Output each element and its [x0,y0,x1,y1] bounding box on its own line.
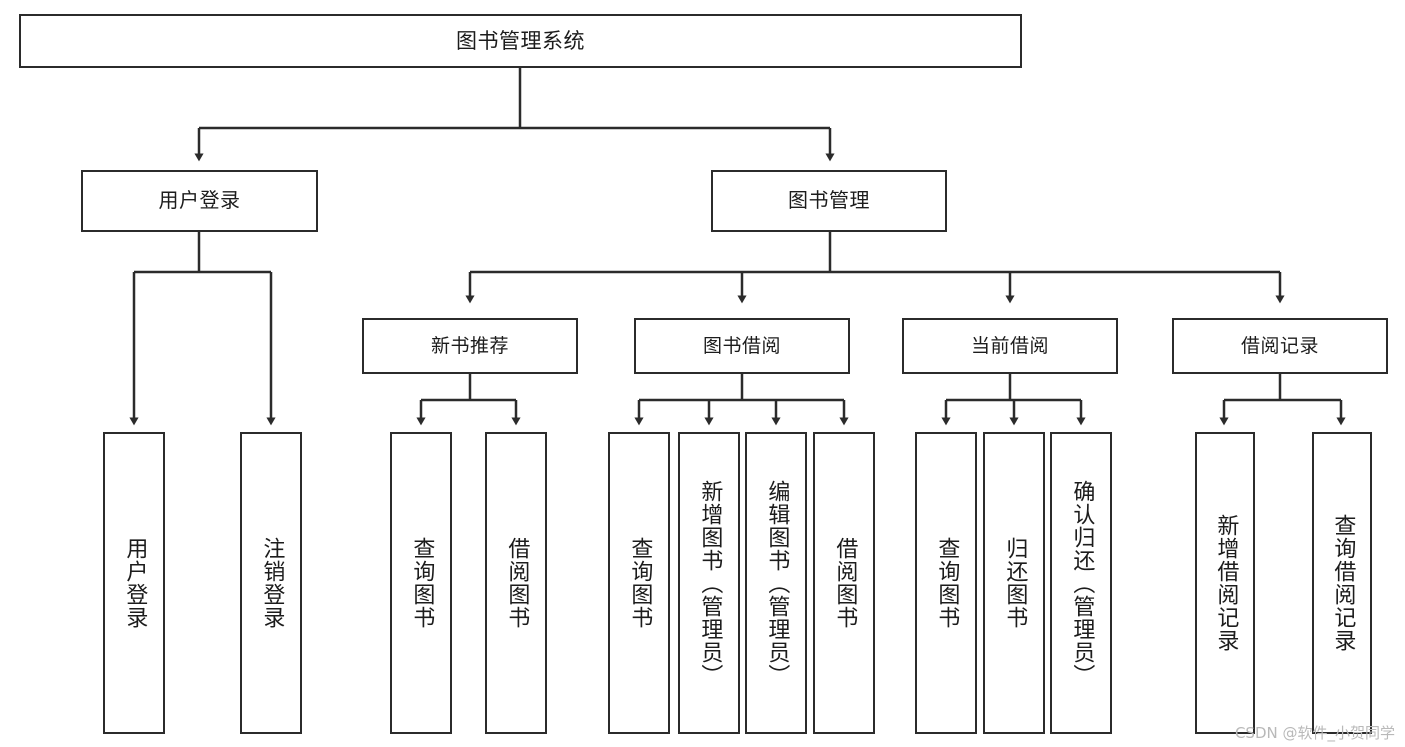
node-new-book-recommend[interactable]: 新书推荐 [362,318,578,374]
leaf-query-book-current[interactable]: 查询图书 [915,432,977,734]
leaf-user-login[interactable]: 用户登录 [103,432,165,734]
node-current-borrow-label: 当前借阅 [970,334,1049,357]
node-borrow-record[interactable]: 借阅记录 [1172,318,1388,374]
leaf-user-login-label: 用户登录 [122,537,148,629]
node-book-borrow-label: 图书借阅 [702,334,781,357]
leaf-add-book-admin[interactable]: 新增图书（管理员） [678,432,740,734]
leaf-add-borrow-record[interactable]: 新增借阅记录 [1195,432,1255,734]
node-borrow-record-label: 借阅记录 [1240,334,1319,357]
leaf-query-book-current-label: 查询图书 [934,537,960,629]
leaf-query-book-borrow[interactable]: 查询图书 [608,432,670,734]
watermark-text: CSDN @软件_小贺同学 [1234,724,1395,742]
node-book-management[interactable]: 图书管理 [711,170,947,232]
leaf-query-book-borrow-label: 查询图书 [627,537,653,629]
leaf-query-borrow-record-label: 查询借阅记录 [1330,514,1356,652]
leaf-confirm-return-admin-label: 确认归还（管理员） [1069,479,1095,687]
node-root[interactable]: 图书管理系统 [19,14,1022,68]
leaf-query-book-recommend[interactable]: 查询图书 [390,432,452,734]
leaf-logout-label: 注销登录 [259,537,285,629]
leaf-borrow-book-recommend-label: 借阅图书 [504,537,530,629]
leaf-return-book-label: 归还图书 [1002,537,1028,629]
leaf-edit-book-admin[interactable]: 编辑图书（管理员） [745,432,807,734]
node-current-borrow[interactable]: 当前借阅 [902,318,1118,374]
leaf-add-book-admin-label: 新增图书（管理员） [697,479,723,687]
node-root-label: 图书管理系统 [456,28,585,53]
leaf-query-book-recommend-label: 查询图书 [409,537,435,629]
leaf-edit-book-admin-label: 编辑图书（管理员） [764,479,790,687]
leaf-query-borrow-record[interactable]: 查询借阅记录 [1312,432,1372,734]
leaf-borrow-book[interactable]: 借阅图书 [813,432,875,734]
node-book-management-label: 图书管理 [788,188,870,213]
leaf-borrow-book-label: 借阅图书 [832,537,858,629]
leaf-logout[interactable]: 注销登录 [240,432,302,734]
node-user-login-label: 用户登录 [158,188,241,213]
leaf-confirm-return-admin[interactable]: 确认归还（管理员） [1050,432,1112,734]
leaf-add-borrow-record-label: 新增借阅记录 [1213,514,1239,652]
node-book-borrow[interactable]: 图书借阅 [634,318,850,374]
node-user-login[interactable]: 用户登录 [81,170,318,232]
node-new-book-recommend-label: 新书推荐 [430,334,509,357]
leaf-borrow-book-recommend[interactable]: 借阅图书 [485,432,547,734]
leaf-return-book[interactable]: 归还图书 [983,432,1045,734]
